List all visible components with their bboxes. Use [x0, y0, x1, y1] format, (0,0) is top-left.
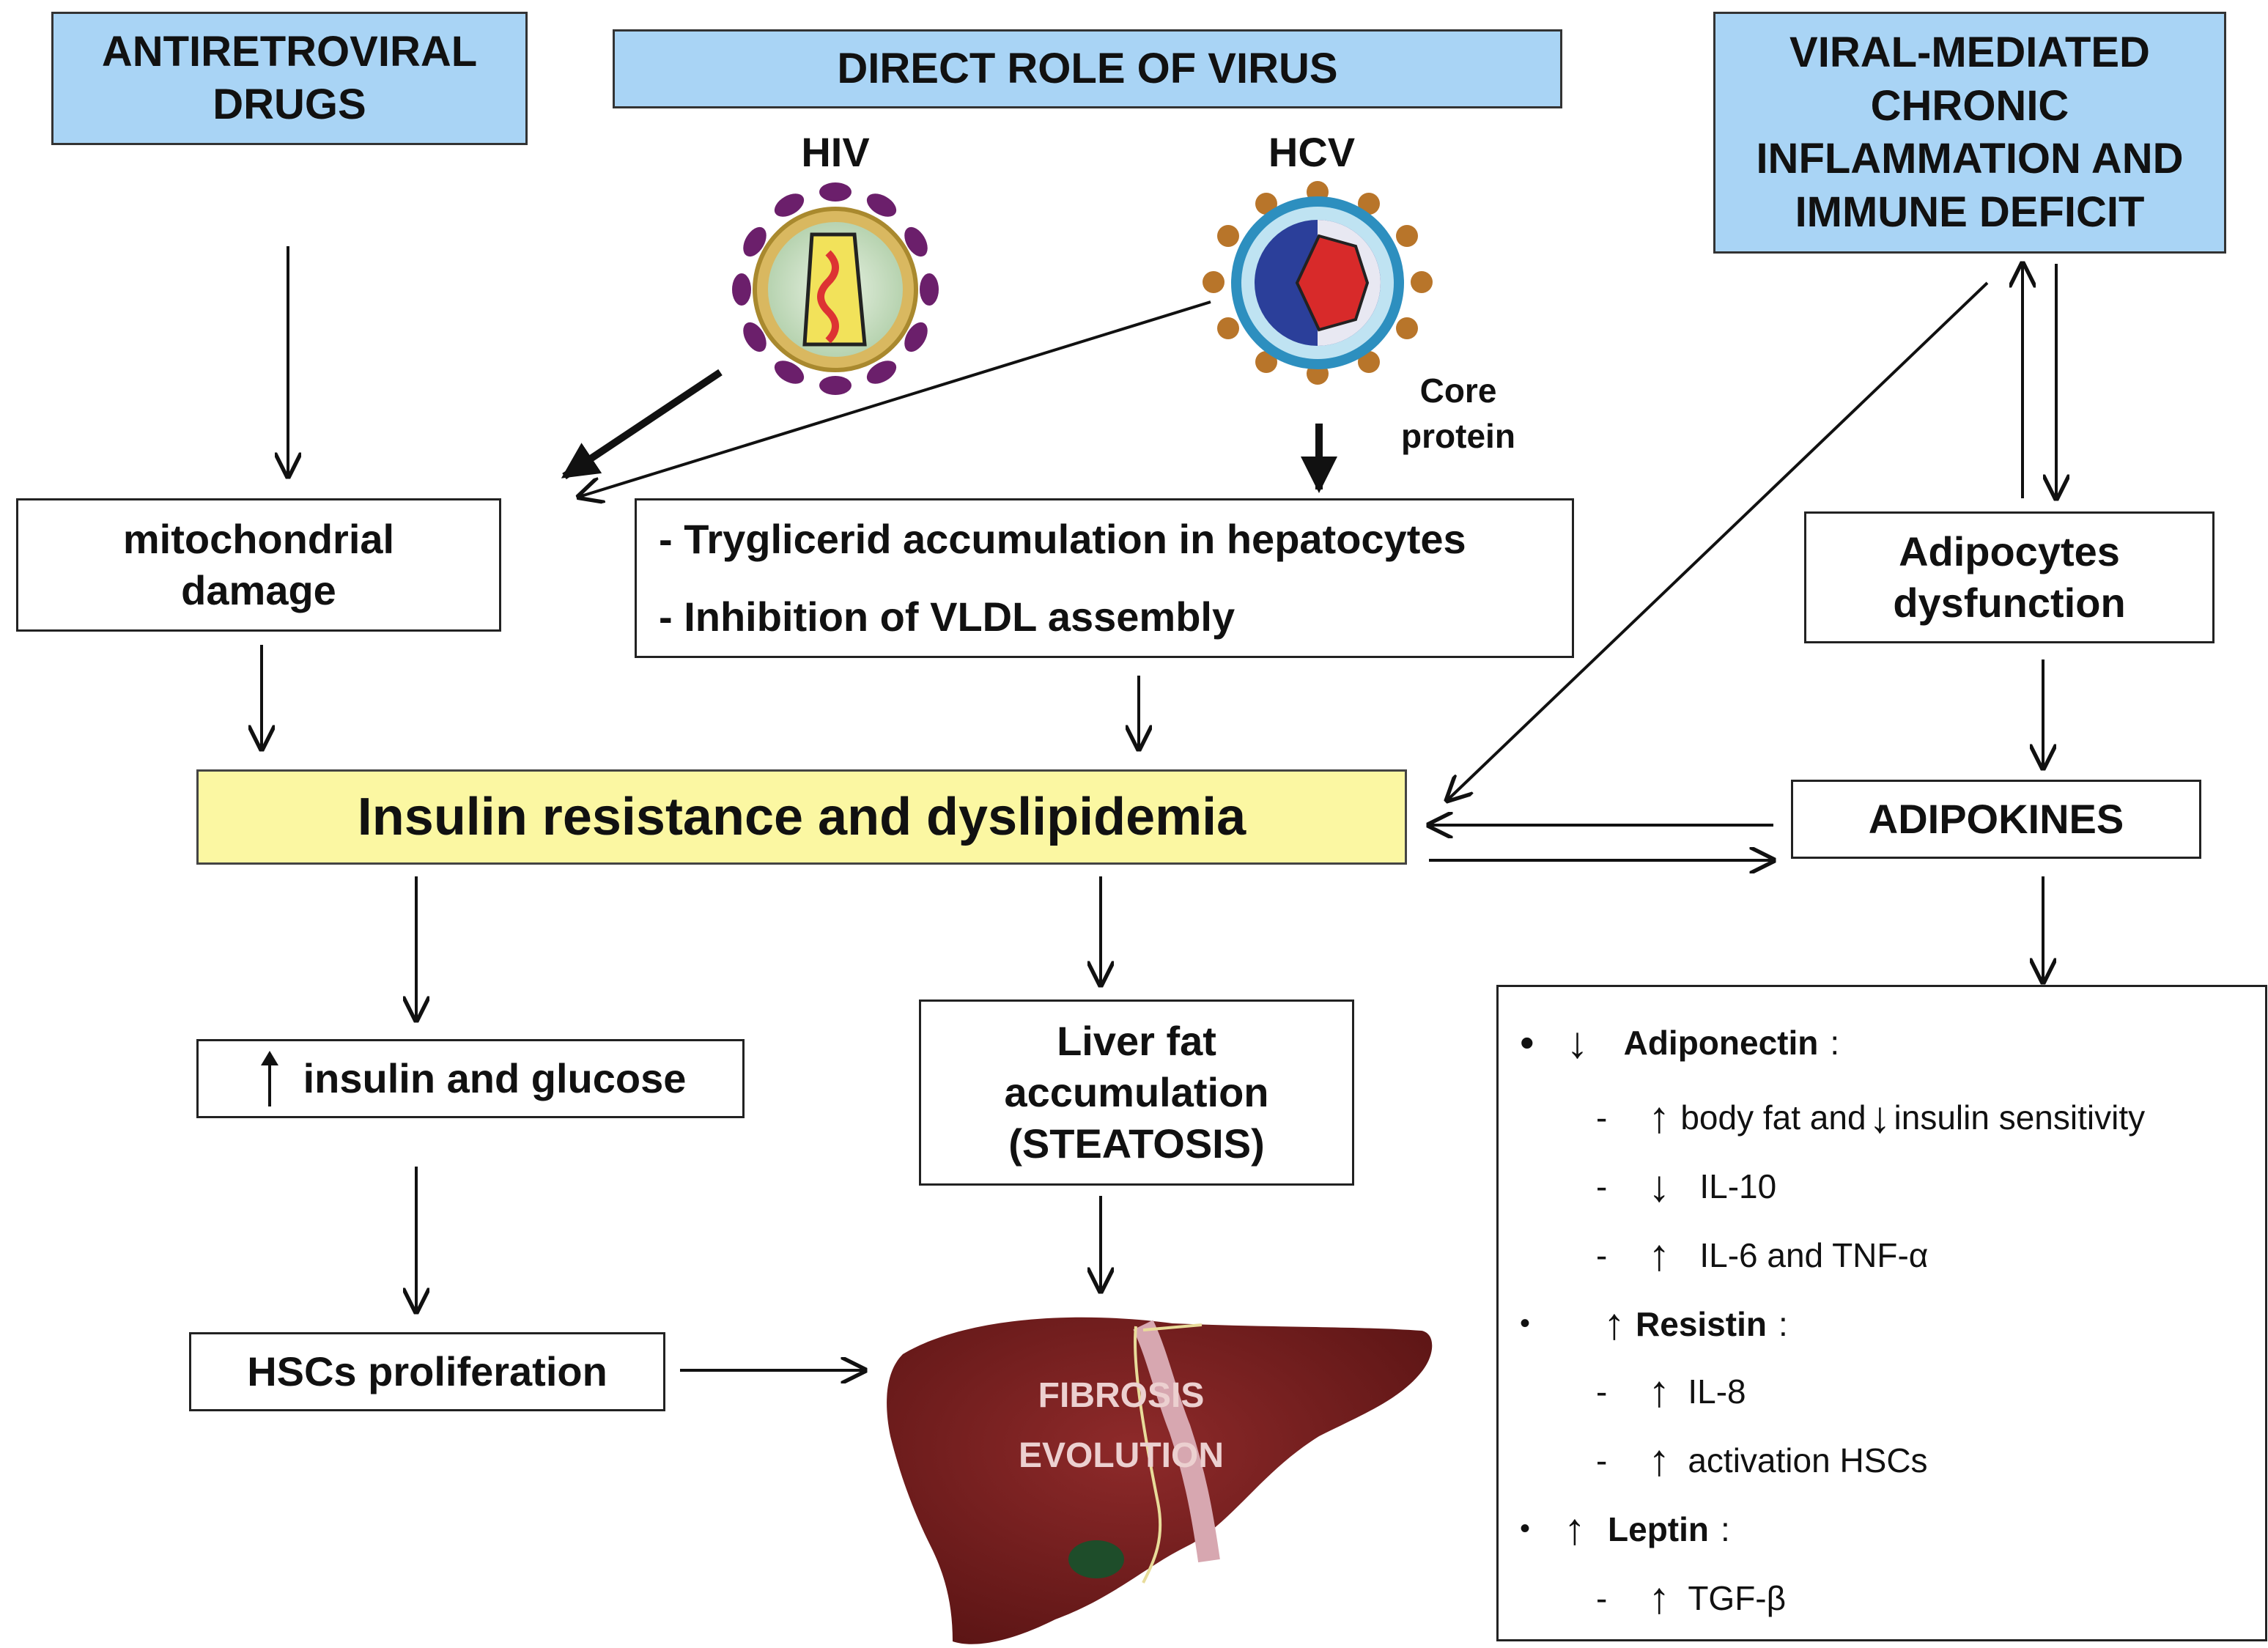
adiponectin-label: Adiponectin — [1623, 1023, 1819, 1062]
viral-mediated-line-4: IMMUNE DEFICIT — [1795, 188, 2145, 236]
adipocytes-dysfunction-box: Adipocytes dysfunction — [1804, 511, 2215, 643]
adipokines-label: ADIPOKINES — [1868, 796, 2124, 842]
antiretroviral-line-1: ANTIRETROVIRAL — [101, 27, 478, 75]
arrow-hiv-to-mitochondrial — [561, 369, 723, 480]
liver-illustration — [887, 1317, 1433, 1644]
legend-body-fat: - ↑ body fat and ↓ insulin sensitivity — [1596, 1093, 2146, 1142]
arrow-up-icon: ↑ — [1603, 1299, 1626, 1348]
viral-mediated-line-3: INFLAMMATION AND — [1756, 135, 2184, 182]
direct-role-label: DIRECT ROLE OF VIRUS — [837, 44, 1338, 92]
hcv-label: HCV — [1268, 129, 1356, 175]
hcv-virus-icon — [1203, 181, 1433, 385]
trygliceride-line-1: - Tryglicerid accumulation in hepatocyte… — [659, 515, 1466, 562]
legend-il8: - ↑ IL-8 — [1596, 1367, 1746, 1416]
mitochondrial-damage-box: mitochondrial damage — [16, 498, 501, 632]
tgf-label: TGF-β — [1688, 1578, 1787, 1617]
fibrosis-evolution-label: FIBROSIS EVOLUTION — [1018, 1376, 1224, 1475]
liver-fat-line-2: accumulation — [1004, 1069, 1269, 1115]
arrow-hcv-to-mitochondrial — [579, 300, 1211, 497]
insulin-sensitivity-label: insulin sensitivity — [1894, 1098, 2146, 1137]
legend-tgf: - ↑ TGF-β — [1596, 1573, 1787, 1622]
arrow-down-icon: ↓ — [1648, 1161, 1671, 1211]
hiv-label: HIV — [801, 129, 870, 175]
legend-resistin: • ↑ Resistin : — [1520, 1299, 1788, 1348]
il10-label: IL-10 — [1699, 1167, 1777, 1205]
viral-mediated-line-2: CHRONIC — [1870, 81, 2069, 130]
legend-il6: - ↑ IL-6 and TNF-α — [1596, 1230, 1929, 1279]
arrow-down-icon: ↓ — [1566, 1018, 1589, 1067]
il8-label: IL-8 — [1688, 1372, 1746, 1411]
arrow-down-icon: ↓ — [1869, 1093, 1891, 1142]
legend-il10: - ↓ IL-10 — [1596, 1161, 1777, 1211]
trygliceride-box: - Tryglicerid accumulation in hepatocyte… — [635, 498, 1574, 658]
adipocytes-line-2: dysfunction — [1893, 580, 2126, 626]
arrow-up-icon: ↑ — [1648, 1093, 1671, 1142]
insulin-glucose-label: insulin and glucose — [303, 1055, 687, 1101]
legend-leptin: • ↑ Leptin : — [1520, 1504, 1730, 1553]
viral-mediated-line-1: VIRAL-MEDIATED — [1789, 29, 2150, 76]
direct-role-box: DIRECT ROLE OF VIRUS — [613, 29, 1562, 108]
viral-mediated-box: VIRAL-MEDIATED CHRONIC INFLAMMATION AND … — [1713, 12, 2226, 254]
core-protein-label: Core protein — [1401, 372, 1515, 456]
liver-fat-line-1: Liver fat — [1057, 1018, 1216, 1064]
liver-fat-line-3: (STEATOSIS) — [1008, 1120, 1265, 1167]
hscs-proliferation-label: HSCs proliferation — [247, 1348, 607, 1394]
liver-fat-box: Liver fat accumulation (STEATOSIS) — [919, 999, 1354, 1186]
adipocytes-line-1: Adipocytes — [1899, 528, 2120, 574]
adipokines-box: ADIPOKINES — [1791, 780, 2201, 859]
arrow-up-icon: ↑ — [1648, 1367, 1671, 1416]
hscs-proliferation-box: HSCs proliferation — [189, 1332, 665, 1411]
antiretroviral-drugs-box: ANTIRETROVIRAL DRUGS — [51, 12, 528, 145]
activation-label: activation HSCs — [1688, 1441, 1928, 1479]
trygliceride-line-2: - Inhibition of VLDL assembly — [659, 594, 1235, 640]
arrow-viral-to-insulin — [1447, 281, 1989, 800]
insulin-resistance-box: Insulin resistance and dyslipidemia — [196, 769, 1407, 865]
arrow-up-icon — [260, 1051, 278, 1106]
arrow-up-icon: ↑ — [1564, 1504, 1587, 1553]
arrow-up-icon: ↑ — [1648, 1573, 1671, 1622]
adipokines-effects-box — [1496, 985, 2267, 1641]
il6-label: IL-6 and TNF-α — [1699, 1235, 1929, 1274]
mitochondrial-line-1: mitochondrial — [122, 516, 395, 562]
antiretroviral-line-2: DRUGS — [213, 81, 366, 128]
resistin-label: Resistin — [1636, 1304, 1767, 1343]
leptin-label: Leptin — [1608, 1510, 1709, 1548]
legend-activation: - ↑ activation HSCs — [1596, 1435, 1928, 1485]
arrows — [262, 246, 2056, 1370]
hiv-virus-icon — [732, 182, 939, 395]
arrow-up-icon: ↑ — [1648, 1230, 1671, 1279]
body-fat-label: body fat and — [1680, 1098, 1866, 1137]
legend-adiponectin: • ↓ Adiponectin : — [1520, 1018, 1840, 1067]
insulin-glucose-box: insulin and glucose — [196, 1039, 745, 1118]
mitochondrial-line-2: damage — [181, 567, 336, 613]
arrow-up-icon: ↑ — [1648, 1435, 1671, 1485]
insulin-resistance-label: Insulin resistance and dyslipidemia — [357, 788, 1246, 846]
